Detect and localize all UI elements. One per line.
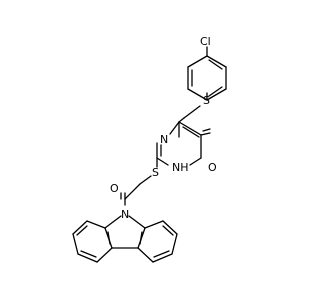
bond xyxy=(128,215,146,229)
bond xyxy=(104,215,122,229)
bond-ch2-carbonyl xyxy=(124,183,141,200)
structure-diagram: Cl S N NH O S O N xyxy=(72,35,227,263)
bond-ch2-ring xyxy=(178,117,185,123)
bond xyxy=(162,225,174,236)
bond xyxy=(153,250,170,258)
bond-c-o xyxy=(200,132,211,136)
bond xyxy=(206,55,227,68)
bond xyxy=(144,220,164,229)
bond xyxy=(137,247,154,263)
bond xyxy=(156,157,169,166)
bond xyxy=(80,250,97,258)
bond-s2-ch2 xyxy=(139,175,152,185)
atom-label-o-carbonyl: O xyxy=(110,182,119,195)
bond xyxy=(182,126,200,138)
atom-label-n-carbazole: N xyxy=(121,208,129,221)
carbazole xyxy=(72,215,178,263)
atom-label-n-upper: N xyxy=(160,133,168,146)
bond xyxy=(152,253,173,263)
bond xyxy=(171,233,178,255)
bond xyxy=(208,59,223,70)
bond xyxy=(72,220,88,235)
bond xyxy=(162,220,178,235)
bond xyxy=(77,253,98,263)
bond xyxy=(187,88,208,101)
bond-c-o-double xyxy=(202,128,211,132)
bond xyxy=(76,225,88,236)
bond xyxy=(187,55,208,68)
bond xyxy=(206,88,227,101)
bond xyxy=(107,231,111,245)
chlorophenyl-ring xyxy=(187,55,227,101)
bond xyxy=(86,220,106,229)
bond xyxy=(96,247,113,263)
bond xyxy=(139,231,143,245)
bond xyxy=(72,233,79,255)
atom-label-nh: NH xyxy=(172,161,189,174)
atom-label-o-ring: O xyxy=(208,161,217,174)
molecule-canvas: Cl S N NH O S O N xyxy=(72,35,227,263)
atom-label-s-mid: S xyxy=(152,166,159,179)
atom-label-s-top: S xyxy=(203,94,210,107)
bond xyxy=(189,157,202,166)
bond-s-ch2 xyxy=(183,105,201,119)
atom-label-cl: Cl xyxy=(200,35,211,48)
bond xyxy=(178,121,202,136)
pyrimidine-ring xyxy=(156,121,202,166)
bond xyxy=(208,86,223,97)
bond xyxy=(169,121,180,135)
